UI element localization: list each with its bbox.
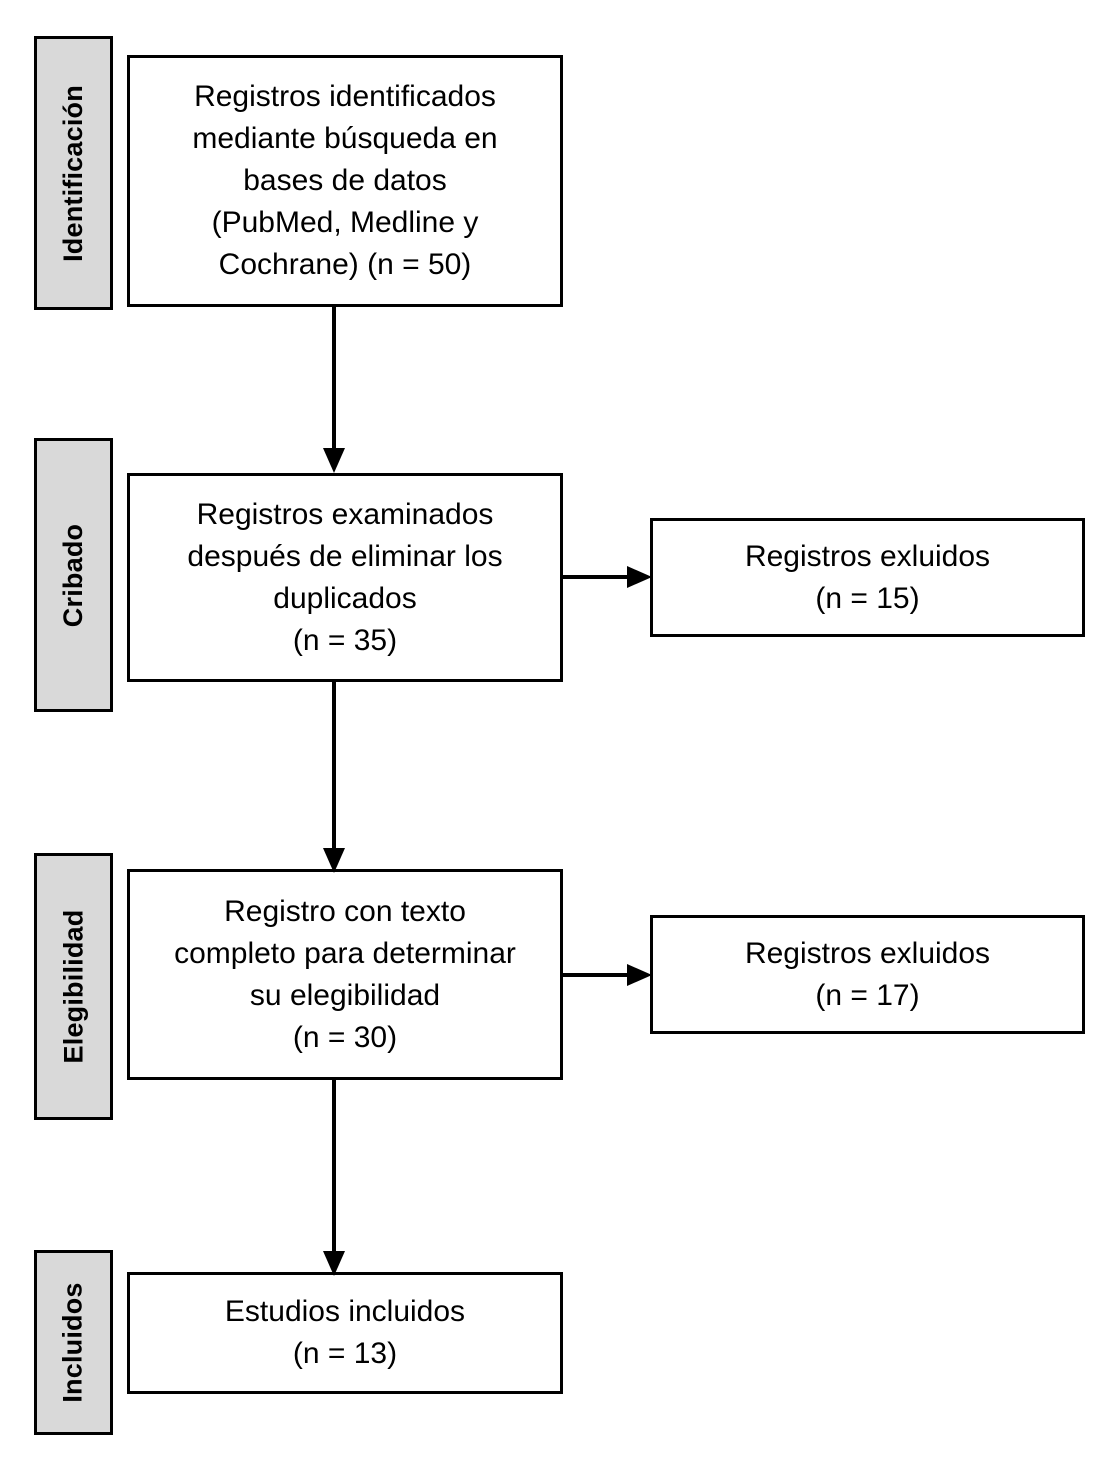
box-records-screened-text: Registros examinados después de eliminar… [187, 497, 503, 657]
box-studies-included-text: Estudios incluidos (n = 13) [224, 1295, 466, 1370]
arrow-identification-to-screening [323, 307, 345, 473]
box-fulltext-eligibility-text: Registro con texto completo para determi… [174, 894, 516, 1054]
box-records-excluded-screening-text: Registros exluidos (n = 15) [744, 539, 991, 615]
stage-tab-elegibilidad-label: Elegibilidad [58, 909, 89, 1064]
box-records-identified: Registros identificados mediante búsqued… [127, 55, 563, 307]
box-records-excluded-eligibility: Registros exluidos (n = 17) [650, 915, 1085, 1034]
box-records-identified-text: Registros identificados mediante búsqued… [192, 80, 498, 281]
stage-tab-incluidos-label: Incluidos [58, 1282, 88, 1403]
arrow-eligibility-to-excluded [563, 964, 652, 986]
stage-tab-elegibilidad: Elegibilidad [34, 853, 113, 1120]
arrow-eligibility-to-included [323, 1080, 345, 1276]
stage-tab-identificacion-label: Identificación [58, 84, 89, 262]
arrow-screening-to-eligibility [323, 682, 345, 873]
stage-tab-cribado-label: Cribado [58, 523, 88, 627]
stage-tab-cribado: Cribado [34, 438, 113, 712]
arrow-screening-to-excluded [563, 566, 652, 588]
stage-tab-identificacion: Identificación [34, 36, 113, 310]
box-studies-included: Estudios incluidos (n = 13) [127, 1272, 563, 1394]
box-records-screened: Registros examinados después de eliminar… [127, 473, 563, 682]
box-fulltext-eligibility: Registro con texto completo para determi… [127, 869, 563, 1080]
box-records-excluded-eligibility-text: Registros exluidos (n = 17) [744, 936, 991, 1012]
stage-tab-incluidos: Incluidos [34, 1250, 113, 1435]
box-records-excluded-screening: Registros exluidos (n = 15) [650, 518, 1085, 637]
